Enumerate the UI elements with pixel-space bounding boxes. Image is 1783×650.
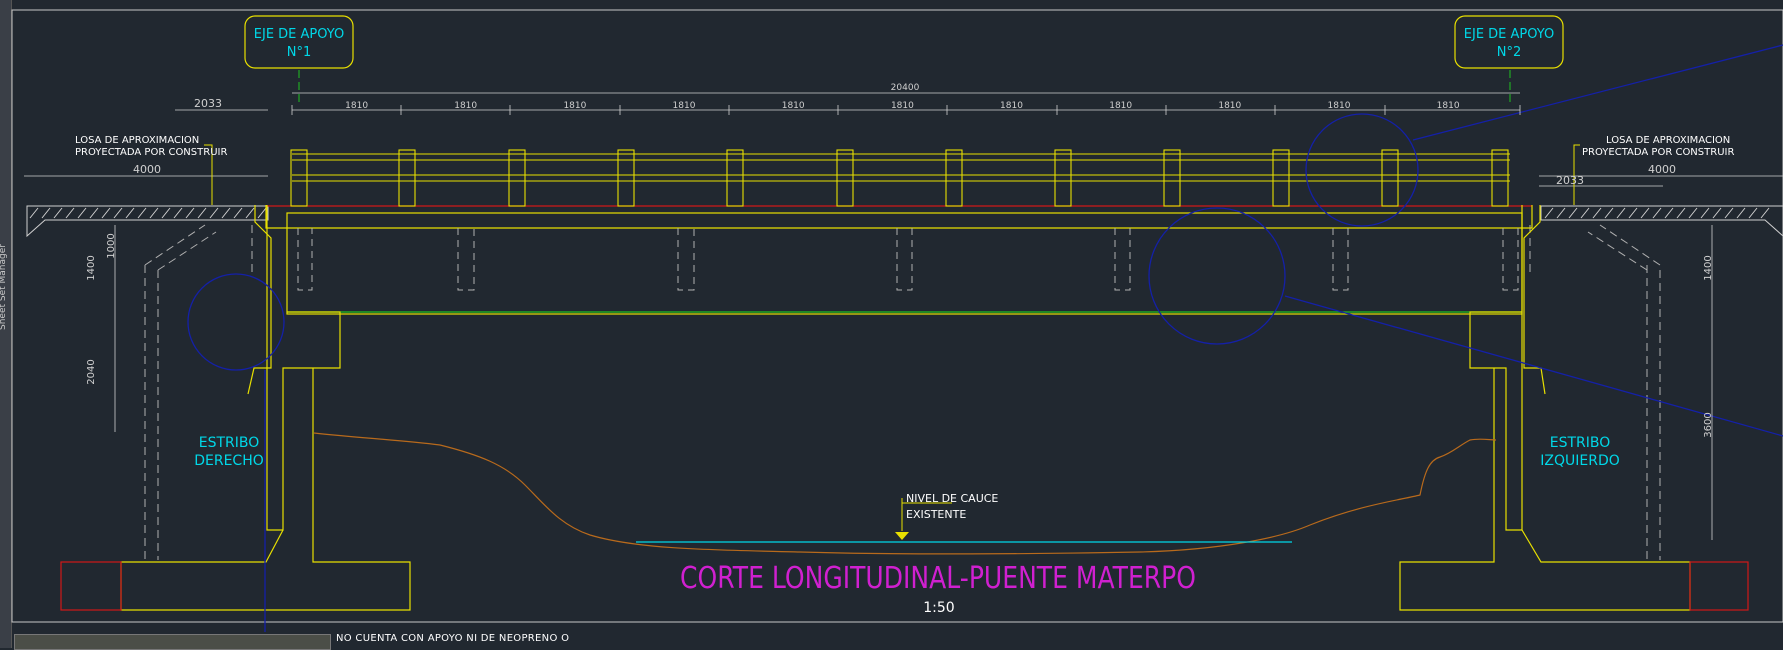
post-spacing-dimension: 1810	[782, 101, 805, 111]
leader-lines	[204, 144, 1580, 205]
post-spacing-dimension: 1810	[1000, 101, 1023, 111]
approach-slab-right	[1540, 205, 1783, 237]
support-2-number: N°2	[1497, 45, 1522, 60]
post-spacing-dimension: 1810	[345, 101, 368, 111]
girders	[297, 228, 1519, 291]
drawing-scale: 1:50	[923, 600, 954, 616]
bottom-note-text: NO CUENTA CON APOYO NI DE NEOPRENO O	[336, 633, 570, 644]
post-spacing-dimension: 1810	[563, 101, 586, 111]
right-offset-dimension: 2033	[1556, 174, 1584, 187]
support-1-number: N°1	[287, 45, 312, 60]
bridge-deck	[265, 205, 1533, 315]
existing-abutment-left	[144, 224, 253, 560]
viewport-frame	[11, 9, 1783, 623]
left-vertical-dim-2: 1400	[86, 255, 97, 280]
support-2-box	[1454, 15, 1564, 69]
post-spacing-dimension: 1810	[1109, 101, 1132, 111]
post-spacing-dimension: 1810	[454, 101, 477, 111]
approach-slab-right-line2: PROYECTADA POR CONSTRUIR	[1582, 147, 1734, 158]
riverbed-label-2: EXISTENTE	[906, 508, 966, 521]
total-span-dimension: 20400	[891, 83, 920, 93]
riverbed-label-1: NIVEL DE CAUCE	[906, 492, 998, 505]
support-1-box	[244, 15, 354, 69]
detail-callouts	[187, 44, 1783, 648]
post-spacing-dimension: 1810	[891, 101, 914, 111]
support-2-label: EJE DE APOYO	[1464, 27, 1554, 42]
post-spacing-dimension: 1810	[1328, 101, 1351, 111]
abutment-right-label-2: DERECHO	[194, 453, 264, 469]
dimension-lines	[24, 92, 1783, 540]
abutment-right-label-1: ESTRIBO	[199, 435, 260, 451]
left-slab-dimension: 4000	[133, 163, 161, 176]
right-vertical-dim-1: 1400	[1703, 255, 1714, 280]
approach-slab-right-line1: LOSA DE APROXIMACION	[1606, 135, 1730, 146]
left-vertical-dim-3: 2040	[86, 359, 97, 384]
right-vertical-dim-2: 3600	[1703, 412, 1714, 437]
right-slab-dimension: 4000	[1648, 163, 1676, 176]
abutment-left-label-2: IZQUIERDO	[1540, 453, 1620, 469]
post-spacing-dimension: 1810	[1437, 101, 1460, 111]
water-level-marker	[895, 498, 952, 540]
drawing-title: CORTE LONGITUDINAL-PUENTE MATERPO	[680, 561, 1196, 596]
layout-tabs-bar	[12, 632, 1783, 648]
support-axes	[298, 70, 1511, 105]
approach-slab-left-line2: PROYECTADA POR CONSTRUIR	[75, 147, 227, 158]
left-vertical-dim-1: 1000	[106, 233, 117, 258]
approach-slab-left-line1: LOSA DE APROXIMACION	[75, 135, 199, 146]
post-spacing-dimension: 1810	[1218, 101, 1241, 111]
railing	[290, 149, 1510, 207]
post-spacing-dimension: 1810	[673, 101, 696, 111]
support-1-label: EJE DE APOYO	[254, 27, 344, 42]
abutment-left-structure	[1399, 205, 1691, 611]
existing-abutment-right	[1529, 224, 1661, 560]
footing-outlines	[60, 561, 1749, 611]
approach-slab-left	[26, 205, 269, 238]
abutment-left-label-1: ESTRIBO	[1550, 435, 1611, 451]
left-offset-dimension: 2033	[194, 97, 222, 110]
post-spacing-dimensions: 1810 1810 1810 1810 1810 1810 1810 1810 1810 1810…	[345, 101, 1460, 111]
terrain-profile	[313, 432, 1497, 555]
